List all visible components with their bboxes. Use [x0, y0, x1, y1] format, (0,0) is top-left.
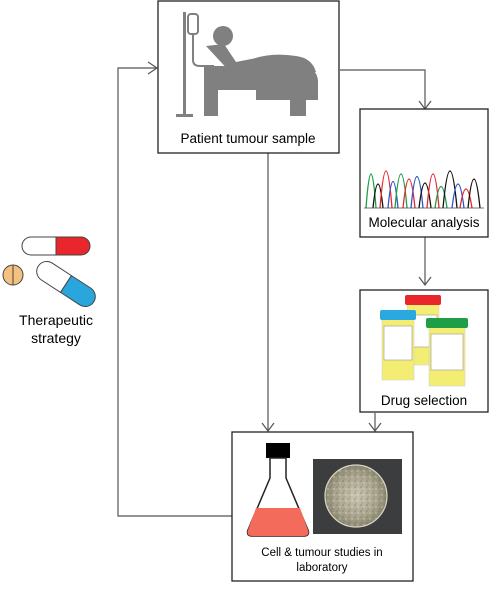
arrowhead-drug-to-lab [368, 422, 382, 432]
arrowhead-lab-to-patient [147, 61, 159, 75]
arrow-patient-to-molecular [340, 69, 426, 108]
molecular-analysis-box: Molecular analysis [359, 108, 489, 238]
lab-box-label-line2: laboratory [296, 562, 347, 574]
arrow-lab-to-patient-loop [117, 67, 232, 517]
therapeutic-label-line1: Therapeutic [19, 312, 93, 328]
drug-selection-box: Drug selection [359, 289, 489, 413]
drug-box-label: Drug selection [381, 393, 467, 408]
connectors [117, 61, 432, 517]
tumour-spheroid-micrograph [313, 459, 402, 534]
arrowhead-patient-to-lab [261, 422, 275, 432]
patient-tumour-sample-box: Patient tumour sample [157, 0, 340, 154]
culture-flask-icon [246, 443, 310, 537]
dna-sequencing-chromatogram-icon [364, 170, 484, 209]
molecular-box-label: Molecular analysis [368, 215, 479, 230]
lab-box-label-line1: Cell & tumour studies in [261, 547, 382, 559]
arrowhead-molecular-to-drug [418, 276, 432, 286]
patient-box-label: Patient tumour sample [180, 131, 315, 146]
capsule-and-tablet-icon [2, 236, 96, 308]
patient-in-hospital-bed-icon [176, 12, 318, 117]
drug-vials-icon [380, 295, 468, 387]
lab-studies-box: Cell & tumour studies in laboratory [231, 431, 414, 582]
therapeutic-strategy: Therapeutic strategy [2, 236, 96, 346]
therapeutic-label-line2: strategy [31, 330, 81, 346]
